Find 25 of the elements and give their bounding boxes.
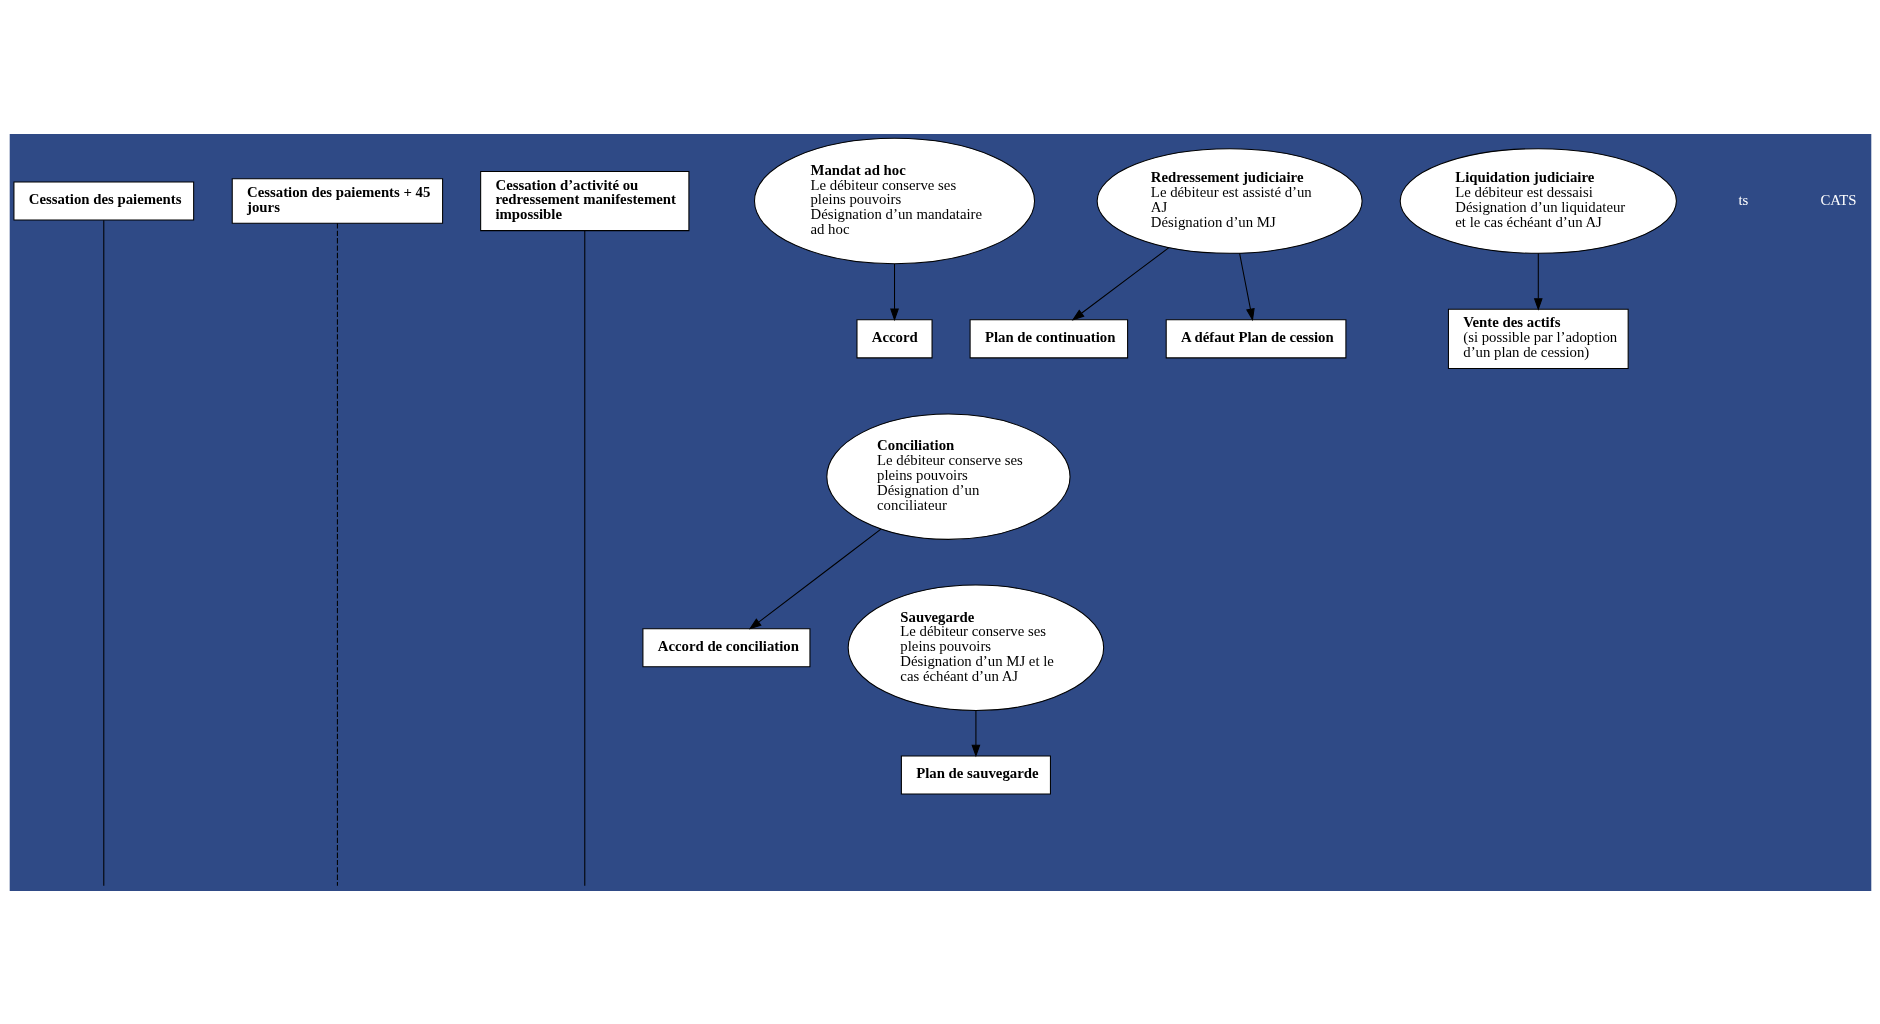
arrow <box>1238 252 1255 321</box>
node-box: Cessation des paiements + 45 jours <box>231 177 443 224</box>
node-box: A défaut Plan de cession <box>1165 318 1346 358</box>
node-box: Accord <box>855 318 933 358</box>
node-ellipse: Liquidation judiciaire Le débiteur est dessaisi Désignation d’un liquidateur et le cas échéant d’un AJ <box>1399 147 1677 254</box>
connector <box>583 229 585 886</box>
node-ellipse: Redressement judiciaire Le débiteur est assisté d’un AJ Désignation d’un MJ <box>1096 147 1363 254</box>
node-ellipse: Mandat ad hoc Le débiteur conserve ses pleins pouvoirs Désignation d’un mandataire ad hoc <box>753 137 1035 264</box>
label: CATS <box>1819 191 1857 208</box>
node-box: Plan de sauvegarde <box>900 754 1051 795</box>
connector <box>336 222 338 886</box>
arrow <box>1071 246 1169 321</box>
node-box: Cessation d’activité ou redressement manifestement impossible <box>479 170 689 231</box>
label: ts <box>1737 191 1748 208</box>
node-ellipse: Conciliation Le débiteur conserve ses pleins pouvoirs Désignation d’un conciliateur <box>825 413 1071 540</box>
arrow <box>970 709 980 757</box>
node-box: Cessation des paiements <box>12 180 194 221</box>
node-box: Vente des actifs (si possible par l’adoption d’un plan de cession) <box>1447 308 1629 369</box>
arrow <box>1533 252 1543 311</box>
node-box: Accord de conciliation <box>641 627 810 667</box>
connector <box>102 219 104 886</box>
node-box: Plan de continuation <box>969 318 1128 358</box>
arrow <box>889 262 899 321</box>
arrow <box>748 528 881 630</box>
node-ellipse: Sauvegarde Le débiteur conserve ses pleins pouvoirs Désignation d’un MJ et le cas échéant d’un AJ <box>847 584 1104 711</box>
